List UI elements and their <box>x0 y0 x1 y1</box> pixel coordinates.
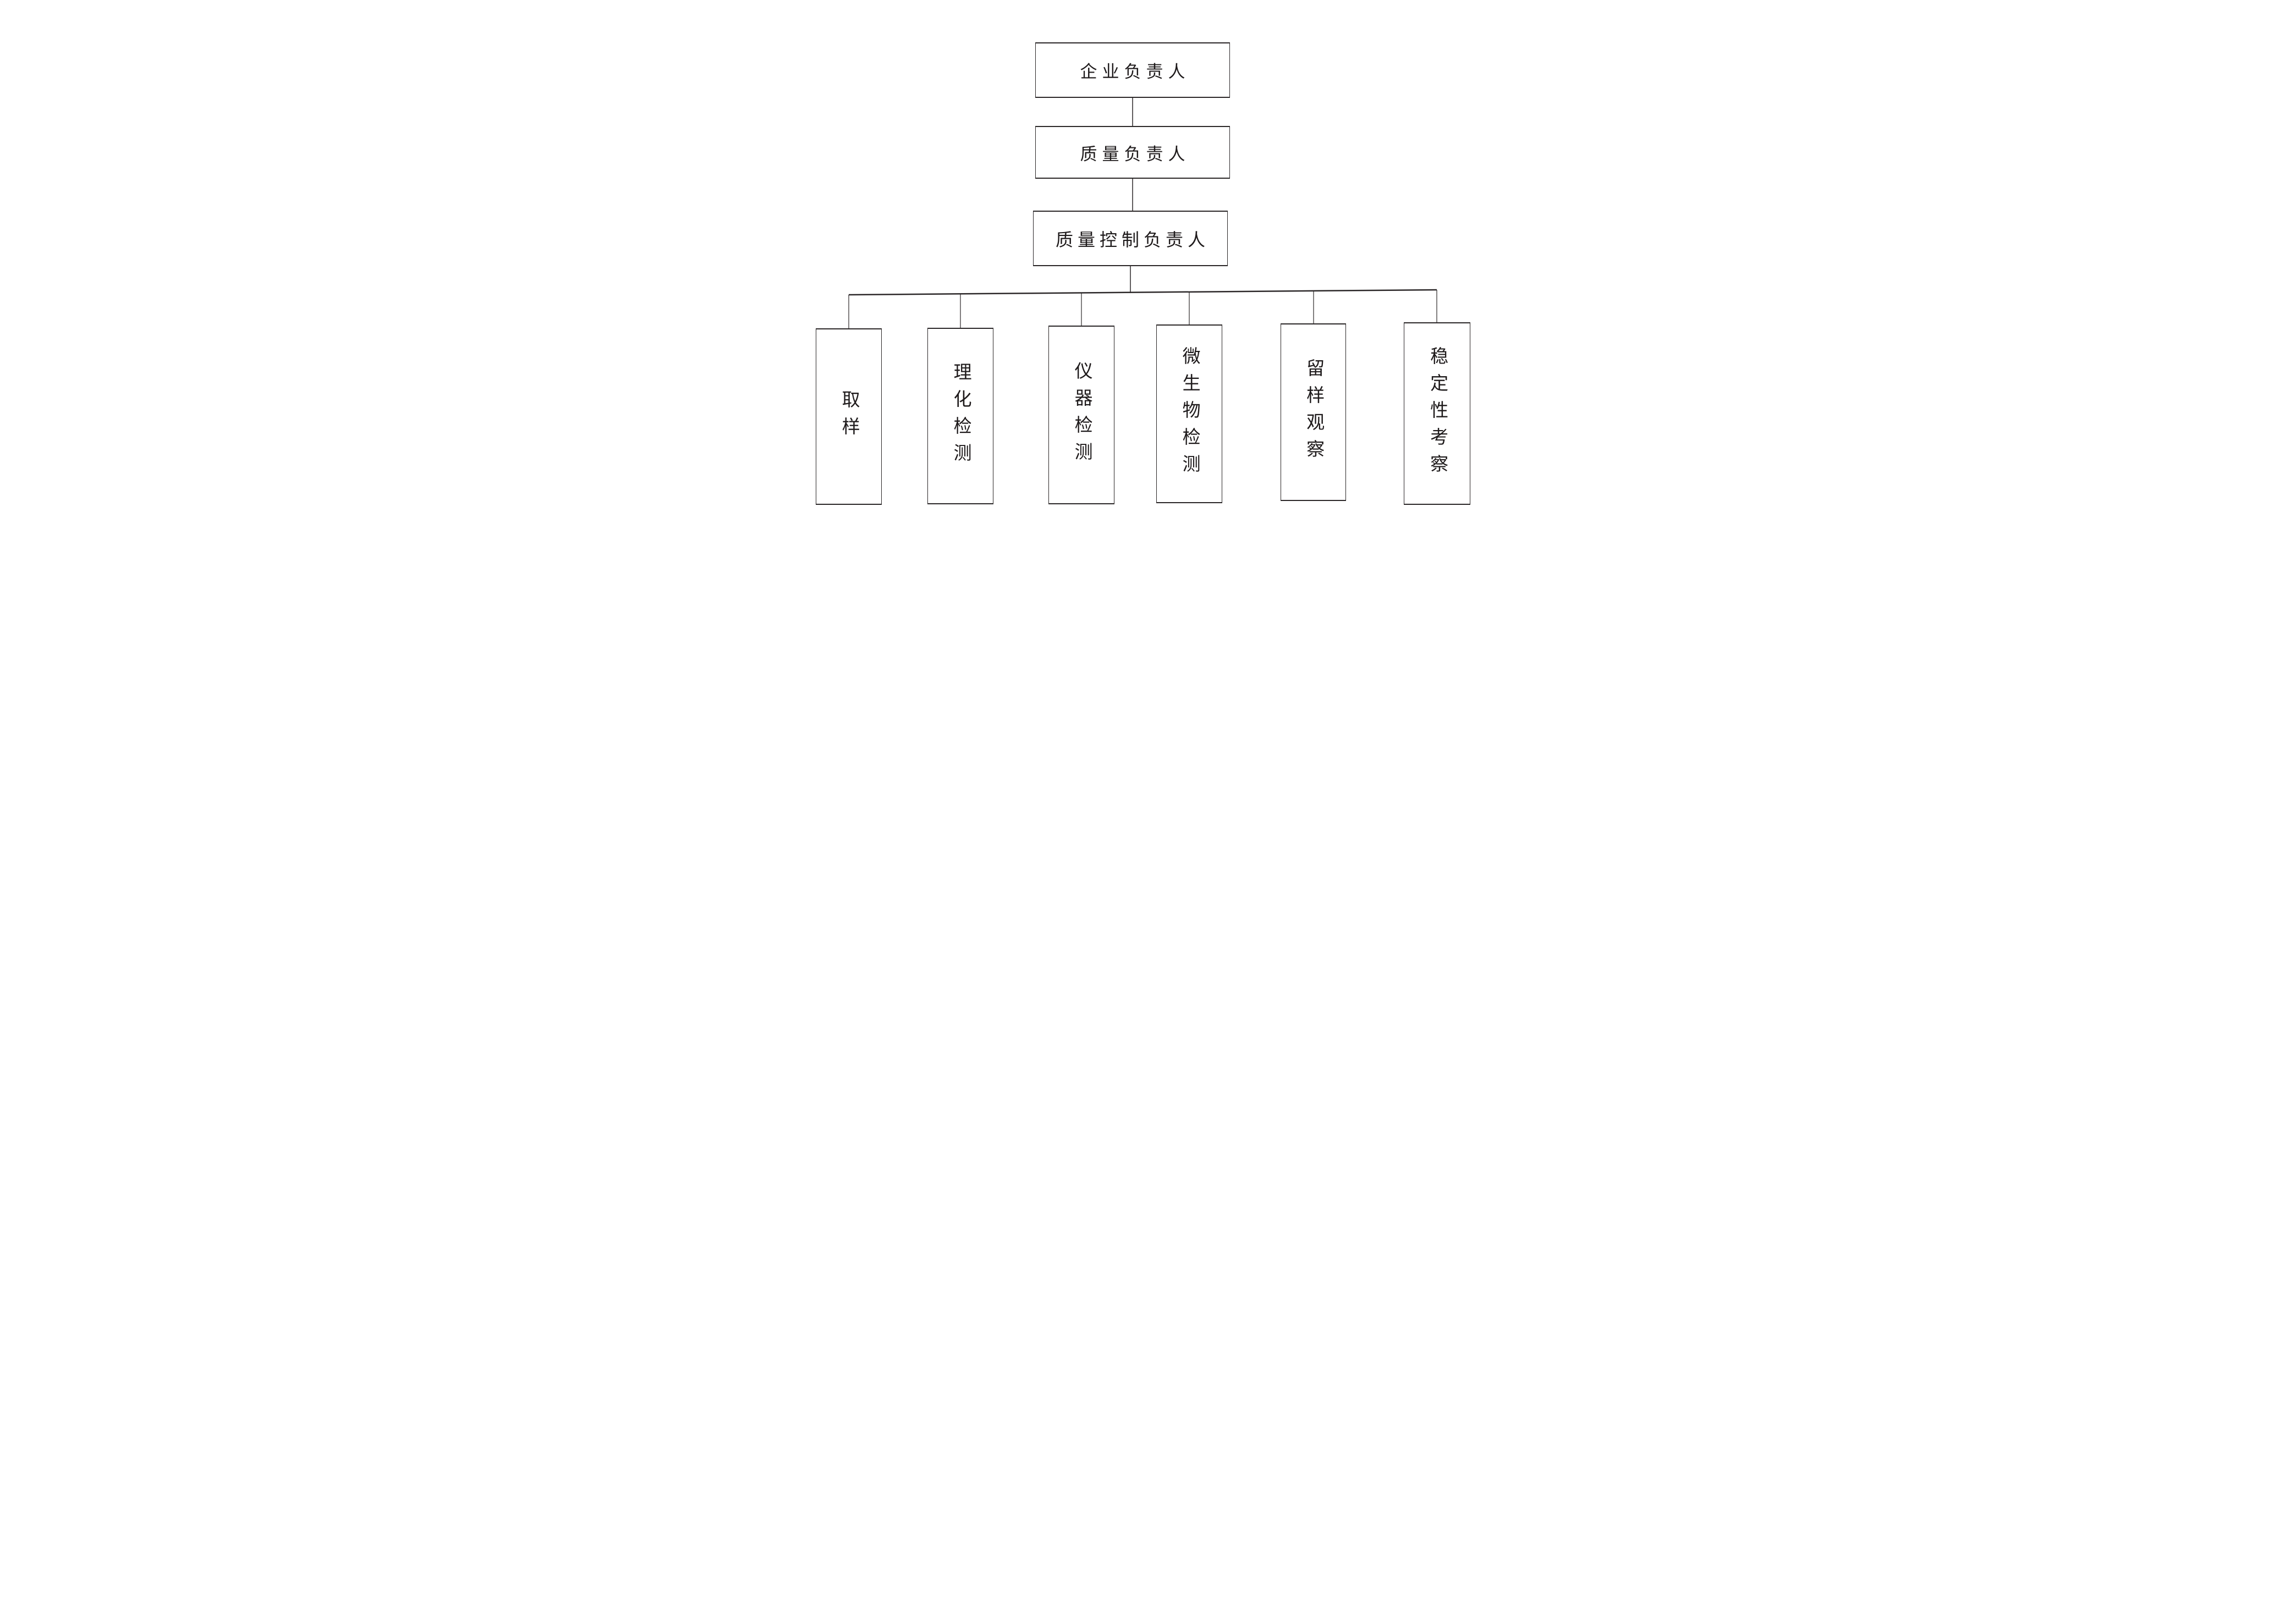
connector-lines <box>848 98 1437 328</box>
node-sample-retention-observation-label: 留样观察 <box>1303 358 1323 466</box>
node-enterprise-manager-label: 企业负责人 <box>1080 62 1190 81</box>
node-instrument-testing-label: 仪器检测 <box>1072 361 1092 469</box>
node-sampling: 取样 <box>816 328 882 505</box>
node-microbiological-testing-label: 微生物检测 <box>1179 346 1200 481</box>
node-stability-study-label: 稳定性考察 <box>1427 346 1447 481</box>
connector-rail <box>848 289 1437 296</box>
node-microbiological-testing: 微生物检测 <box>1156 324 1222 503</box>
node-sample-retention-observation: 留样观察 <box>1281 323 1346 501</box>
node-enterprise-manager: 企业负责人 <box>1035 42 1230 98</box>
node-quality-control-manager: 质量控制负责人 <box>1033 211 1228 266</box>
org-chart: 企业负责人 质量负责人 质量控制负责人 取样 理化检测 仪器检测 微生物检测 留… <box>758 0 1516 541</box>
node-stability-study: 稳定性考察 <box>1404 322 1470 505</box>
node-quality-control-manager-label: 质量控制负责人 <box>1055 229 1210 250</box>
node-quality-manager-label: 质量负责人 <box>1080 144 1190 164</box>
node-instrument-testing: 仪器检测 <box>1048 326 1114 504</box>
node-physicochemical-testing-label: 理化检测 <box>951 362 971 470</box>
node-sampling-label: 取样 <box>839 389 859 444</box>
node-physicochemical-testing: 理化检测 <box>927 328 993 504</box>
node-quality-manager: 质量负责人 <box>1035 126 1230 179</box>
